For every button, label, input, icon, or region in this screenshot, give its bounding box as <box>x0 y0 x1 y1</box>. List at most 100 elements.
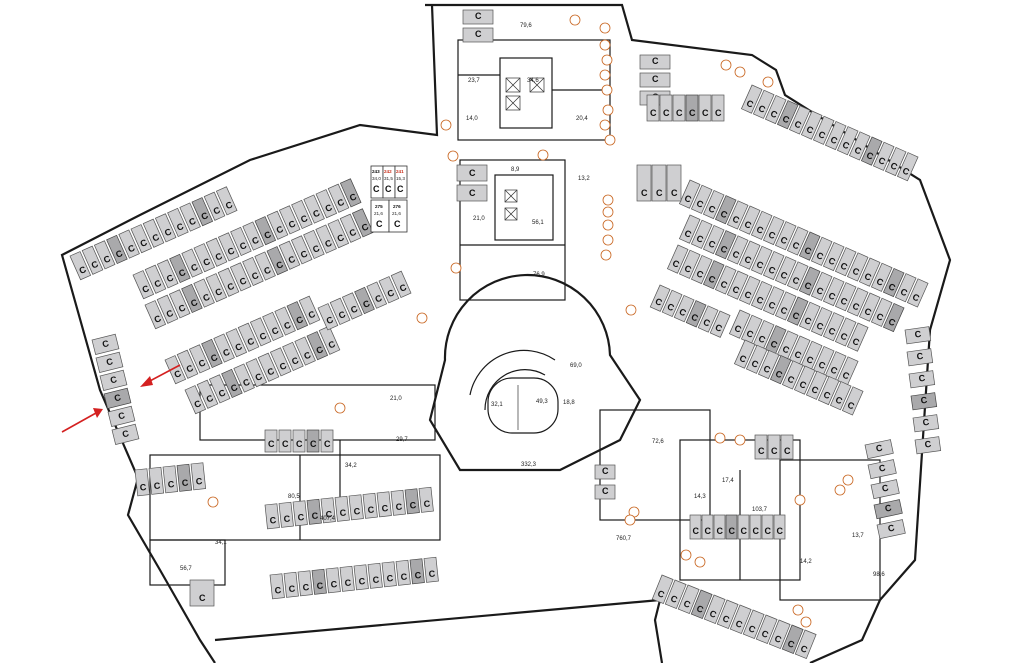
room-area-label: 98,6 <box>873 572 885 578</box>
parking-spot-type: С <box>803 245 813 257</box>
parking-spot-type: С <box>337 309 347 321</box>
parking-spot <box>742 609 765 640</box>
parking-spot-type: С <box>189 261 199 273</box>
parking-spot-type: С <box>139 237 149 249</box>
storage-marker <box>601 84 613 96</box>
parking-spot <box>805 370 828 400</box>
parking-spot-type: С <box>428 568 436 579</box>
storage-marker <box>624 514 636 526</box>
spot-242-area: 31,5 <box>384 176 393 181</box>
parking-spot-type: С <box>299 248 309 260</box>
parking-spot <box>848 131 871 161</box>
central-core <box>459 159 566 301</box>
parking-spot <box>822 241 845 272</box>
parking-spot-type: С <box>719 279 729 291</box>
parking-spot <box>750 280 773 311</box>
parking-spot-type: С <box>214 251 224 263</box>
parking-spot <box>334 495 350 522</box>
parking-spot <box>99 369 128 391</box>
parking-spot <box>278 501 294 528</box>
room-area-labels: 79,6 23,7 34,6 14,0 20,4 8,9 13,2 21,0 5… <box>180 23 885 578</box>
parking-spot-type: С <box>287 218 297 230</box>
storage-marker <box>602 219 614 231</box>
parking-spot <box>229 262 252 292</box>
parking-spot-type: С <box>827 325 837 337</box>
parking-spot-type: С <box>671 188 678 198</box>
parking-spot <box>701 514 714 540</box>
parking-spot-type: С <box>733 323 743 335</box>
parking-spot <box>181 283 203 314</box>
parking-spot-type: С <box>755 224 765 236</box>
parking-spot-type: С <box>767 229 777 241</box>
parking-spot-type: С <box>779 269 789 281</box>
parking-spot-type: С <box>372 574 380 585</box>
parking-spot-type: С <box>400 571 408 582</box>
storage-marker <box>762 76 774 88</box>
parking-spot-type: С <box>773 633 783 645</box>
parking-spot <box>858 257 881 287</box>
parking-spot <box>154 213 177 243</box>
parking-spot-type: С <box>777 526 784 536</box>
parking-spot <box>318 325 341 355</box>
parking-spot-type: С <box>656 188 663 198</box>
storage-marker <box>694 556 706 568</box>
parking-spot-type: С <box>707 238 717 250</box>
parking-spot-type: С <box>330 579 338 590</box>
parking-spot-type: С <box>695 198 705 210</box>
parking-spot <box>111 423 140 445</box>
parking-spot <box>738 275 761 305</box>
parking-spot <box>215 186 238 216</box>
parking-spot-type: С <box>887 522 896 533</box>
parking-spot <box>193 243 216 273</box>
parking-spot <box>800 110 823 140</box>
parking-spot-type: С <box>743 254 753 266</box>
parking-spot <box>786 296 809 326</box>
parking-spot <box>761 514 774 540</box>
parking-spot-type: С <box>817 359 827 371</box>
parking-spot <box>327 183 350 213</box>
parking-spot <box>311 568 327 595</box>
parking-spot <box>664 579 687 610</box>
parking-spot <box>703 594 726 625</box>
storage-marker <box>599 69 611 81</box>
storage-marker <box>714 432 726 444</box>
parking-spot-type: С <box>283 513 291 524</box>
parking-spot <box>786 226 809 256</box>
north-tower-core <box>457 39 611 141</box>
parking-spot-type: С <box>185 363 195 375</box>
parking-spot-type: С <box>650 108 657 118</box>
parking-spot <box>729 604 752 635</box>
parking-spot <box>906 278 929 308</box>
parking-spot <box>81 245 104 275</box>
parking-spot <box>242 221 264 251</box>
storage-marker <box>600 249 612 261</box>
parking-spot-type: С <box>689 108 696 118</box>
parking-spot <box>201 338 223 369</box>
spot-242-type: С <box>385 184 392 194</box>
parking-spot-type: С <box>827 290 837 302</box>
parking-spot-type: С <box>241 376 251 388</box>
parking-spot-type: С <box>90 259 100 271</box>
room-area-label: 14,0 <box>466 116 478 122</box>
parking-spot <box>254 251 276 281</box>
parking-spot <box>768 619 791 650</box>
parking-spot <box>896 152 919 182</box>
parking-spot-type: С <box>834 394 844 406</box>
parking-spot-type: С <box>275 224 285 236</box>
storage-marker <box>680 549 692 561</box>
parking-spot-type: С <box>153 278 163 290</box>
parking-spot-type: С <box>911 292 921 304</box>
parking-spot-type: С <box>914 329 922 340</box>
parking-spot-type: С <box>774 368 784 380</box>
parking-spot <box>594 484 616 500</box>
parking-spot <box>786 261 809 291</box>
storage-marker <box>569 14 581 26</box>
parking-spot-type: С <box>353 506 361 517</box>
parking-spot <box>167 207 189 238</box>
spot-243-number: 243 <box>372 169 380 174</box>
parking-spot <box>462 9 494 25</box>
storage-marker <box>602 194 614 206</box>
parking-spot-type: С <box>805 354 815 366</box>
parking-spot <box>290 235 313 265</box>
parking-spot-type: С <box>238 275 248 287</box>
